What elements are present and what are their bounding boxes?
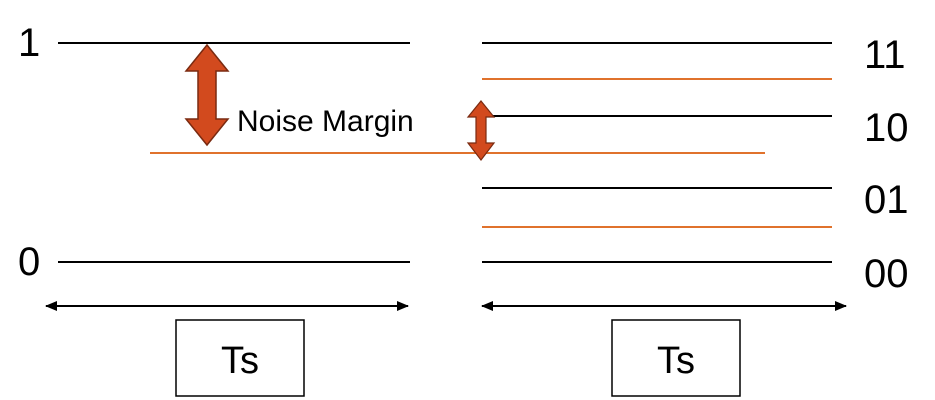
noise-margin-arrow-large — [184, 43, 230, 147]
level-label-01: 01 — [864, 178, 909, 222]
level-label-00: 00 — [864, 252, 909, 296]
level-label-0: 0 — [18, 240, 40, 284]
ts-box-right — [611, 319, 741, 397]
level-label-1: 1 — [18, 21, 40, 65]
level-label-10: 10 — [864, 106, 909, 150]
noise-margin-label: Noise Margin — [237, 105, 414, 138]
binary-levels-panel: 1 0 Noise Margin Ts — [18, 21, 765, 397]
ts-box-left — [175, 319, 305, 397]
quaternary-levels-panel: 11 10 01 00 Ts — [466, 33, 909, 397]
level-label-11: 11 — [864, 33, 906, 77]
ts-label-left: Ts — [221, 340, 259, 382]
ts-label-right: Ts — [657, 340, 695, 382]
noise-margin-arrow-small — [466, 100, 496, 161]
